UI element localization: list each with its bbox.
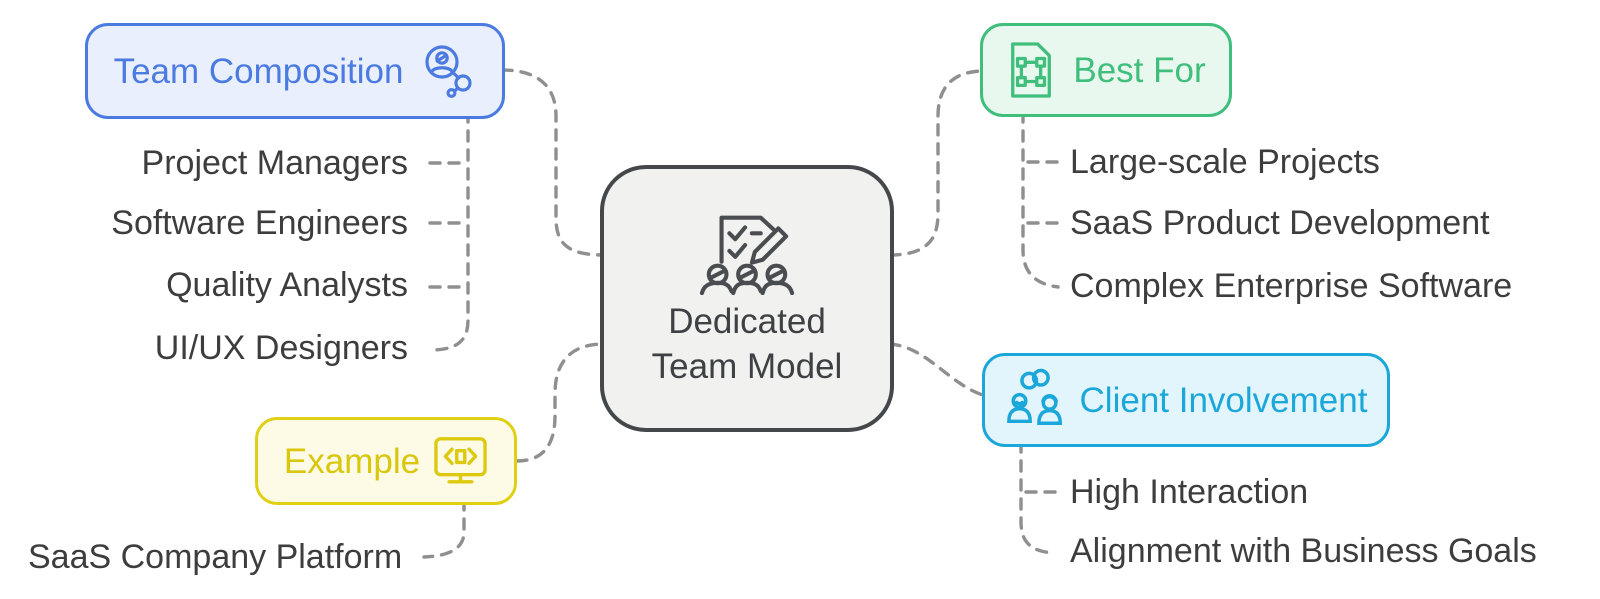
- people-network-icon: [420, 43, 476, 99]
- client-partnership-icon: [1005, 368, 1067, 432]
- branch-best-for: Best For: [980, 23, 1232, 117]
- branch-item-uiux-designers: UI/UX Designers: [154, 329, 408, 367]
- branch-label: Best For: [1073, 50, 1206, 90]
- branch-item-high-interaction: High Interaction: [1070, 473, 1309, 511]
- blueprint-file-icon: [1006, 41, 1056, 99]
- connector-center-to-client-involvement: [888, 342, 988, 398]
- branch-item-alignment-with-business-goals: Alignment with Business Goals: [1070, 532, 1537, 570]
- branch-client-involvement: Client Involvement: [982, 353, 1390, 447]
- connector-example-trunk: [422, 498, 466, 559]
- connector-example-to-center: [515, 342, 606, 463]
- connector-team-composition-trunk: [432, 110, 470, 352]
- task-checklist-team-icon: [696, 203, 798, 295]
- branch-example: Example: [255, 417, 517, 505]
- branch-item-saas-product-development: SaaS Product Development: [1070, 204, 1490, 242]
- center-title-line1: Dedicated: [668, 302, 826, 341]
- branch-label: Team Composition: [113, 51, 404, 91]
- connector-team-composition-to-center: [500, 68, 606, 257]
- connector-center-to-best-for: [888, 69, 986, 257]
- center-node-title: Dedicated Team Model: [652, 299, 843, 389]
- branch-item-saas-company-platform: SaaS Company Platform: [28, 538, 403, 576]
- branch-item-software-engineers: Software Engineers: [111, 204, 408, 242]
- branch-item-large-scale-projects: Large-scale Projects: [1070, 143, 1380, 181]
- branch-item-quality-analysts: Quality Analysts: [166, 266, 408, 304]
- code-monitor-icon: [433, 436, 488, 487]
- connector-best-for-trunk: [1021, 110, 1060, 289]
- branch-item-project-managers: Project Managers: [141, 144, 408, 182]
- center-node: Dedicated Team Model: [600, 165, 894, 432]
- branch-team-composition: Team Composition: [85, 23, 505, 119]
- branch-label: Example: [283, 441, 421, 481]
- center-title-line2: Team Model: [651, 347, 843, 386]
- branch-label: Client Involvement: [1079, 380, 1368, 420]
- connector-client-involvement-trunk: [1019, 440, 1057, 555]
- branch-item-complex-enterprise-software: Complex Enterprise Software: [1070, 267, 1513, 305]
